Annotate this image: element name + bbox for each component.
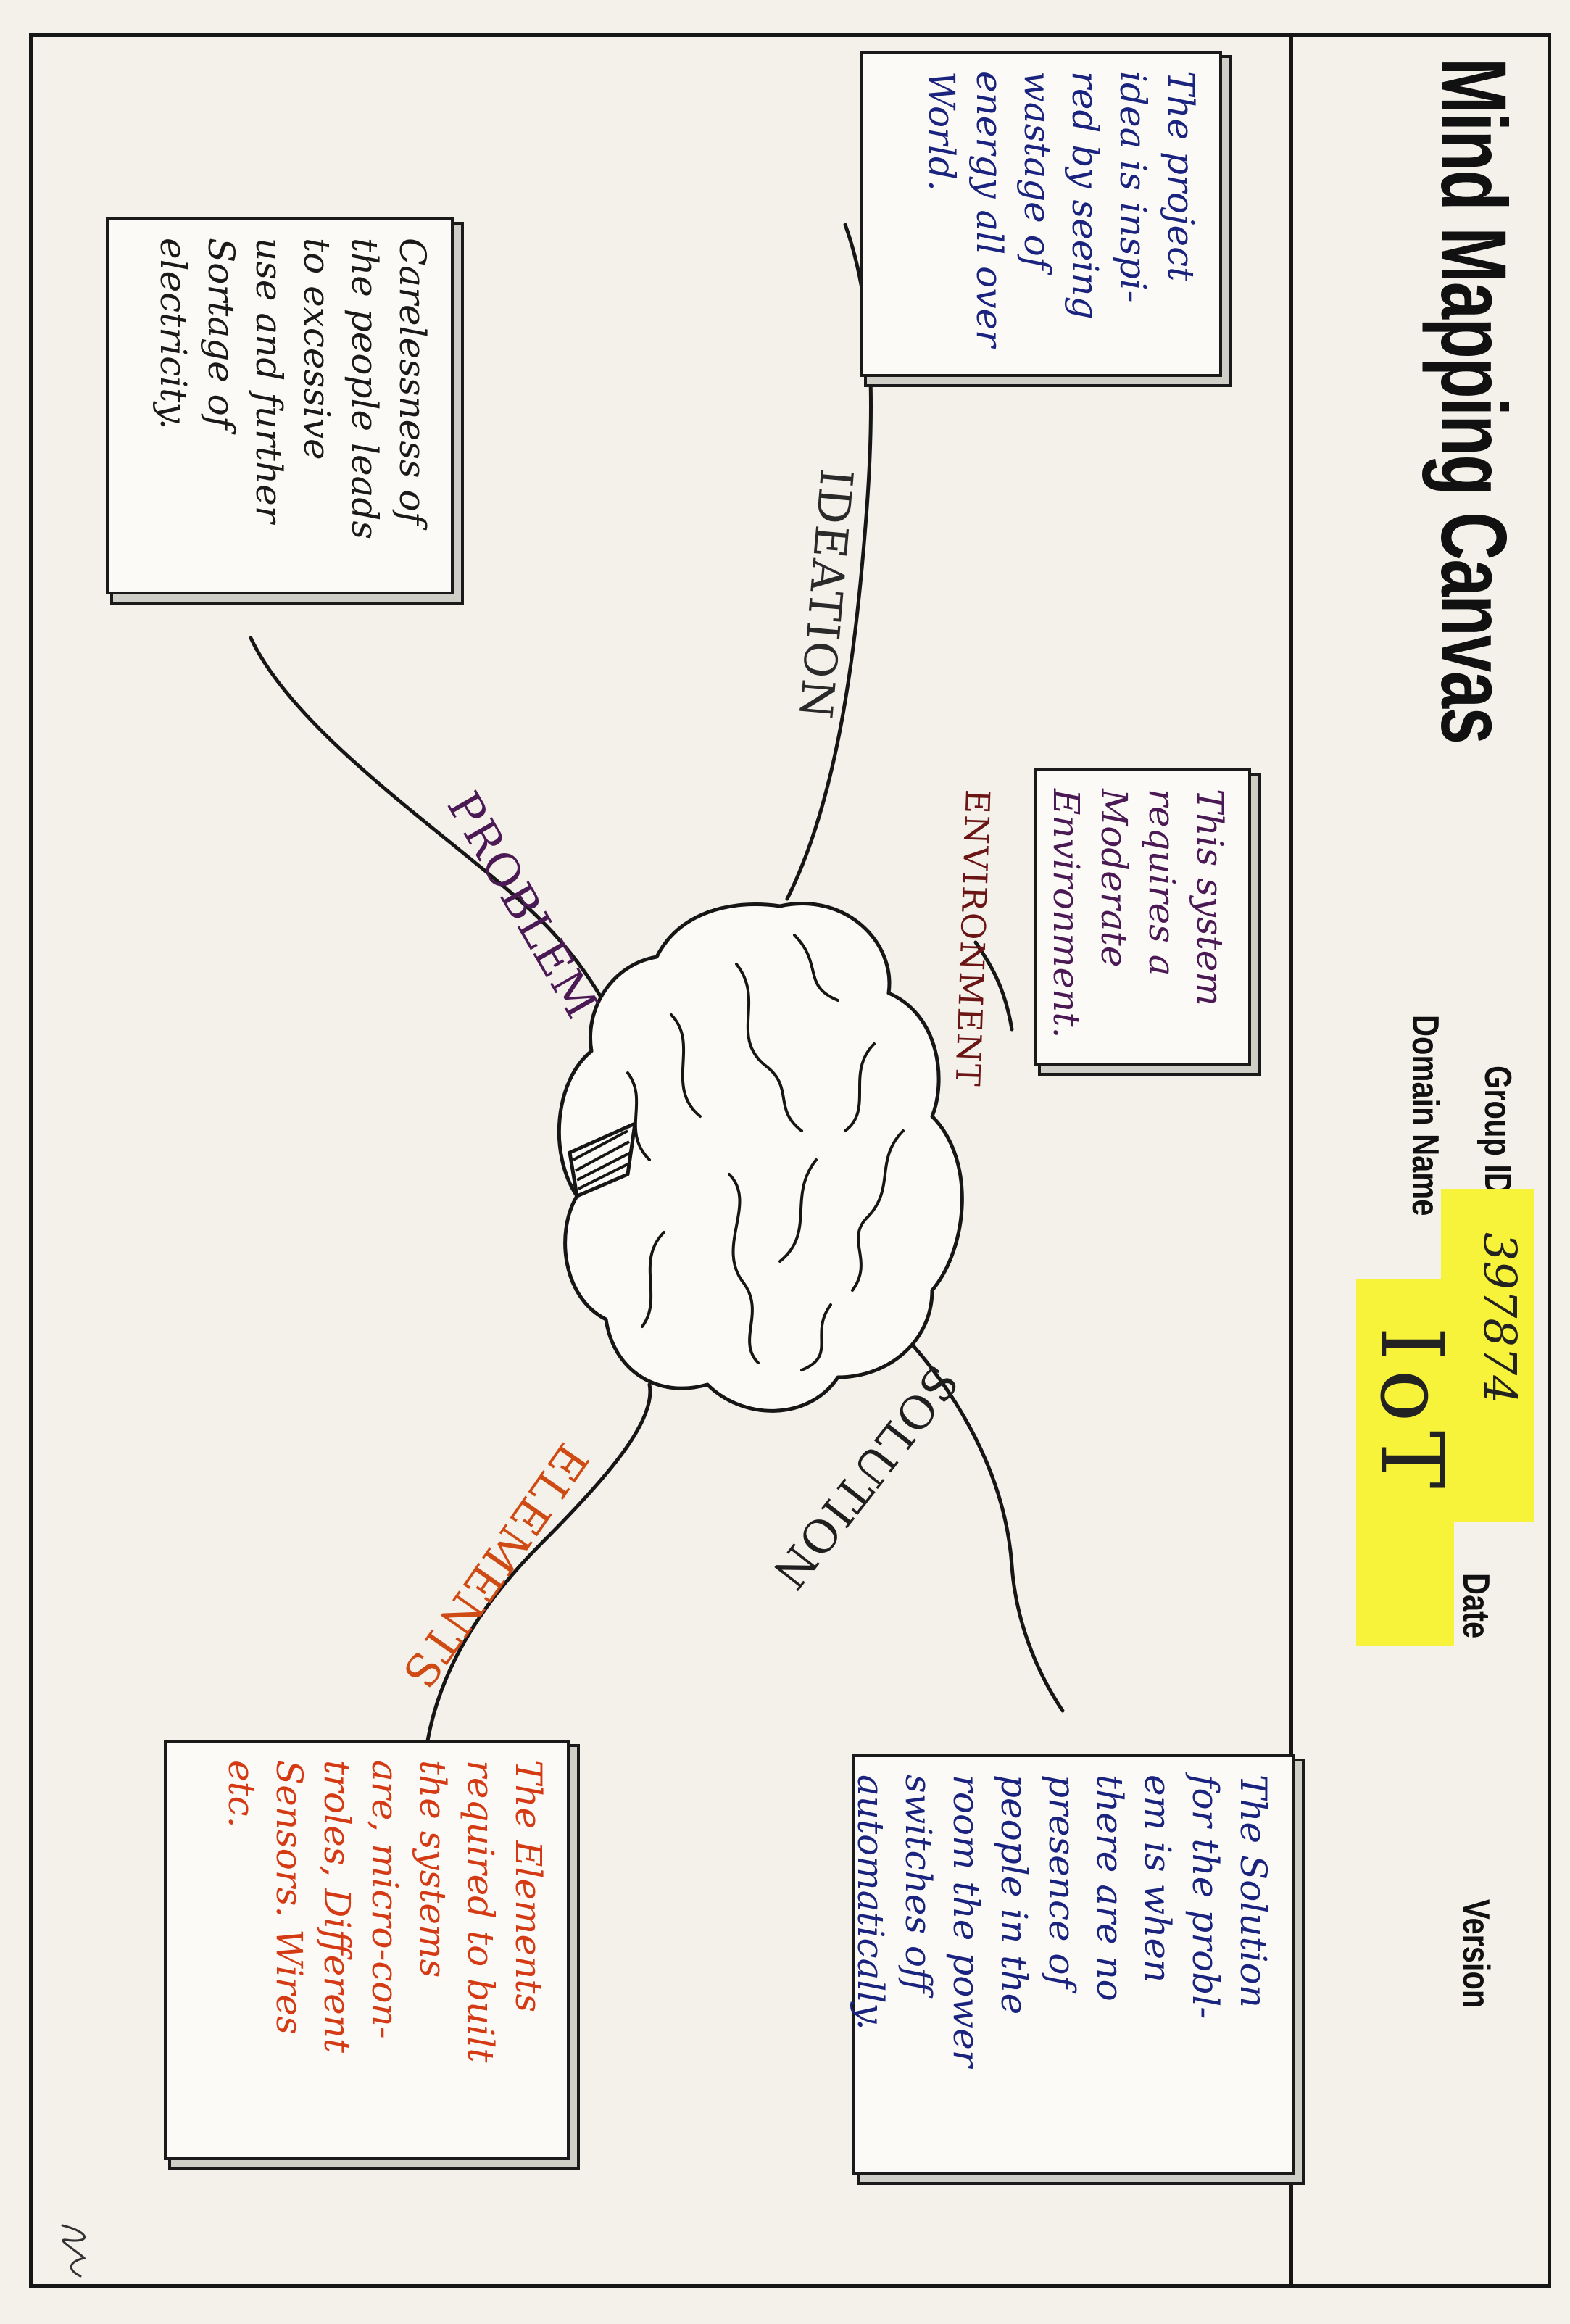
brain-icon (557, 902, 964, 1413)
environment-card-text: This system requires a Moderate Environm… (1045, 789, 1231, 1039)
ideation-card-text: The project idea is inspi- red by seeing… (921, 71, 1202, 347)
solution-branch-line (886, 1317, 1065, 1713)
ideation-card: The project idea is inspi- red by seeing… (860, 51, 1222, 377)
solution-card: The Solution for the probl- em is when t… (850, 1754, 1295, 2175)
elements-card-text: The Elements required to built the syste… (220, 1760, 549, 2063)
signature-icon (61, 2224, 86, 2278)
environment-card: This system requires a Moderate Environm… (1034, 768, 1251, 1066)
environment-branch-line (973, 940, 1014, 1032)
problem-card-text: Carelessness of the people leads to exce… (152, 238, 433, 540)
elements-card: The Elements required to built the syste… (164, 1740, 570, 2160)
solution-card-text: The Solution for the probl- em is when t… (850, 1775, 1274, 2067)
elements-branch-line (423, 1382, 652, 1764)
problem-card: Carelessness of the people leads to exce… (106, 217, 454, 594)
